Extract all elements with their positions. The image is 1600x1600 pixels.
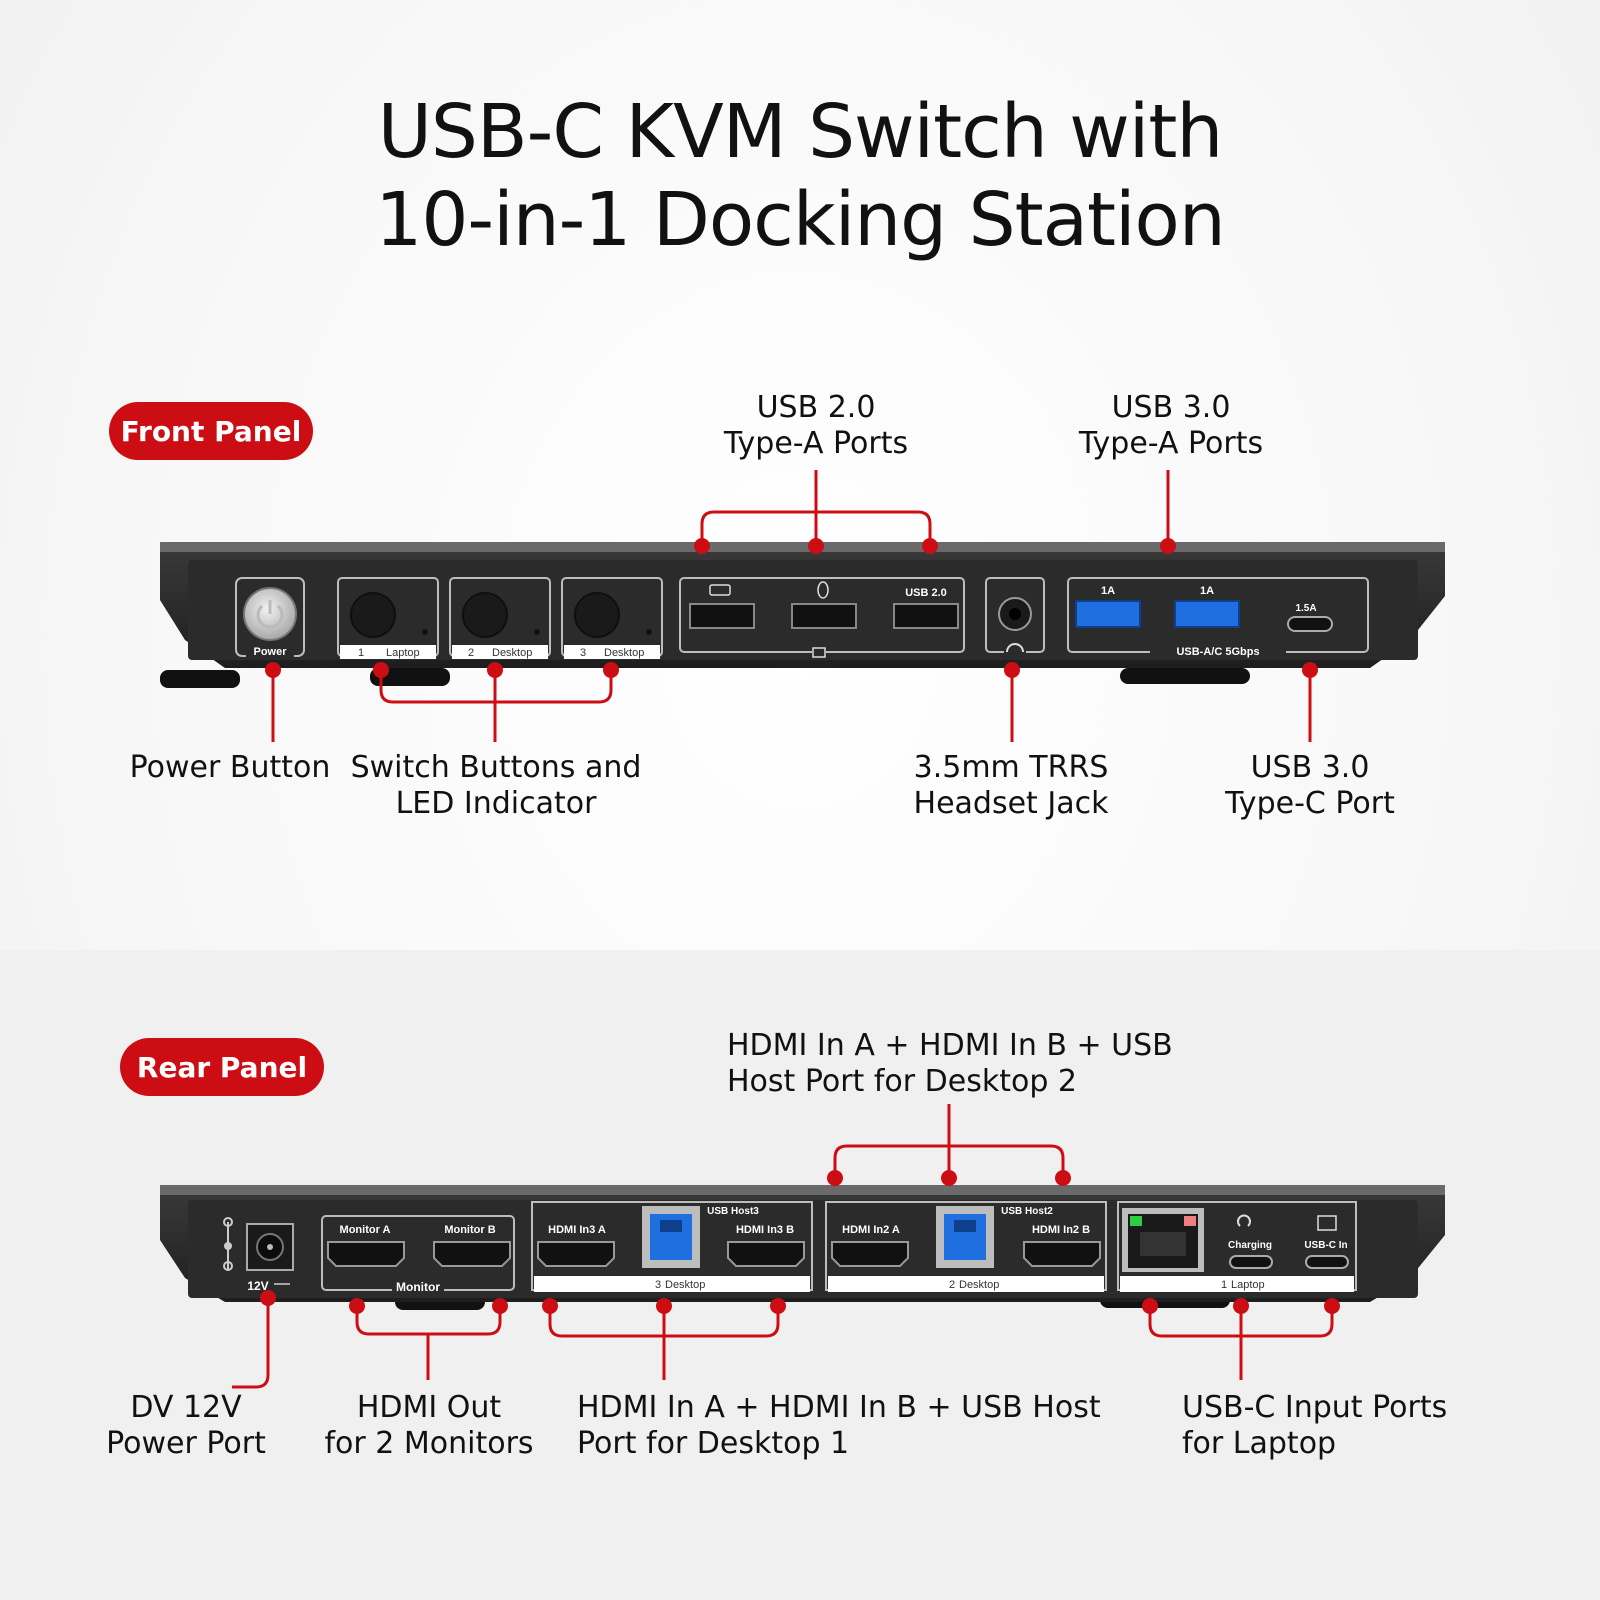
usb30-current-1: 1A [1101,585,1115,597]
group1-text: Laptop [1231,1279,1265,1291]
group3-text: Desktop [665,1279,705,1291]
group3-num: 3 [655,1279,661,1291]
desktop3-port-group: USB Host3 HDMI In3 A HDMI In3 B 3 Deskto… [531,1201,813,1292]
switch-button-1: 1 Laptop [337,577,439,659]
switch-2-name: Desktop [492,647,532,659]
switch-2-num: 2 [468,647,474,659]
front-callout-dots [265,538,1318,678]
monitor-group-text: Monitor [396,1280,440,1294]
charging-text: Charging [1228,1240,1272,1251]
group2-text: Desktop [959,1279,999,1291]
power-label-text: Power [253,646,287,658]
in3a-text: HDMI In3 A [548,1224,606,1236]
front-panel-badge: Front Panel [109,402,313,460]
laptop-icon [1317,1215,1337,1231]
charging-icon [1237,1214,1251,1227]
switch-button-3: 3 Desktop [561,577,663,659]
monitor-b-text: Monitor B [444,1224,495,1236]
headset-icon [1006,643,1024,653]
usbc-in-text: USB-C In [1304,1240,1347,1251]
usb20-port-text: USB 2.0 [905,587,947,599]
front-callout-lines [271,470,1312,742]
title-line-2: 10-in-1 Docking Station [375,177,1225,263]
headset-jack [985,577,1045,656]
laptop-port-group: Charging USB-C In 1 Laptop [1117,1201,1357,1292]
usb20-port-group: USB 2.0 [679,577,965,658]
dc-label-text: 12V [247,1279,268,1293]
page-title: USB-C KVM Switch with 10-in-1 Docking St… [0,88,1600,264]
front-device: Power 1 Laptop 2 Desktop 3 Desktop [160,542,1445,688]
rear-callout-dots [260,1170,1340,1314]
in3b-text: HDMI In3 B [736,1224,794,1236]
switch-button-2: 2 Desktop [449,577,551,659]
hdmi-out-group: Monitor A Monitor B Monitor [321,1215,515,1294]
switch-3-name: Desktop [604,647,644,659]
switch-1-num: 1 [358,647,364,659]
host3-text: USB Host3 [707,1206,759,1217]
usb30-current-2: 1A [1200,585,1214,597]
desktop2-port-group: USB Host2 HDMI In2 A HDMI In2 B 2 Deskto… [825,1201,1107,1292]
wireless-dongle-icon [812,647,826,658]
power-button-label: Power Button [129,750,331,785]
power-button: Power [235,577,305,658]
rear-callout-lines [232,1104,1334,1389]
keyboard-icon [709,584,731,596]
dc-power-jack: 12V [223,1217,294,1293]
in2a-text: HDMI In2 A [842,1224,900,1236]
usbc-current: 1.5A [1295,603,1316,614]
rear-device: 12V Monitor A Monitor B Monitor USB Host… [160,1185,1445,1310]
rear-panel-badge: Rear Panel [120,1038,324,1096]
in2b-text: HDMI In2 B [1032,1224,1090,1236]
host2-text: USB Host2 [1001,1206,1053,1217]
switch-3-num: 3 [580,647,586,659]
usb30-port-group: 1A 1A 1.5A USB-A/C 5Gbps [1067,577,1369,658]
mouse-icon [817,581,829,599]
title-line-1: USB-C KVM Switch with [377,89,1224,175]
monitor-a-text: Monitor A [340,1224,391,1236]
switch-1-name: Laptop [386,647,420,659]
group1-num: 1 [1221,1279,1227,1291]
group2-num: 2 [949,1279,955,1291]
usb30-group-text: USB-A/C 5Gbps [1176,646,1259,658]
